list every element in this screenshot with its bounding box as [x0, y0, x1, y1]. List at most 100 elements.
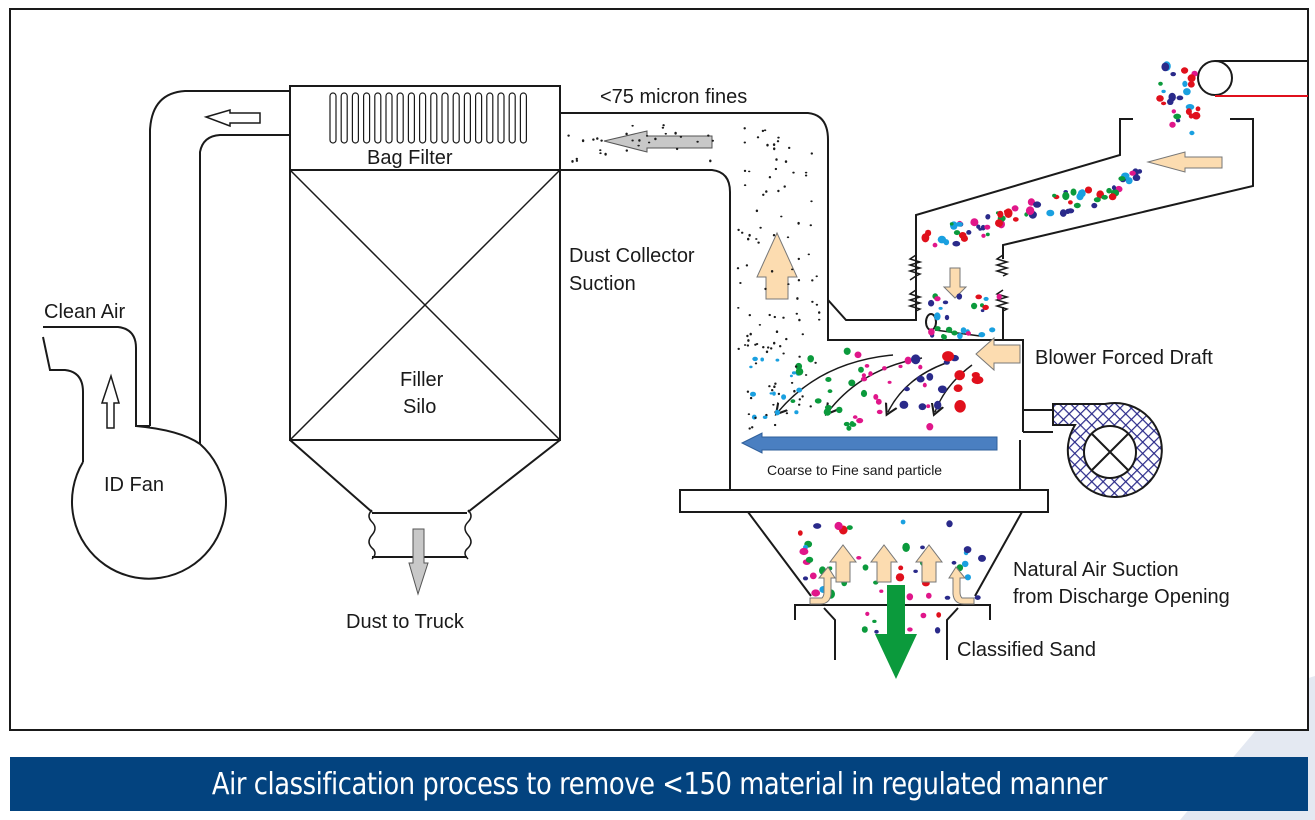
- sand-particle: [980, 309, 985, 313]
- filter-bag: [463, 92, 471, 144]
- filter-bag: [363, 92, 371, 144]
- sand-particle: [1161, 62, 1170, 72]
- dust-dot: [749, 396, 753, 400]
- sand-particle: [1012, 217, 1019, 222]
- sand-particle: [1156, 95, 1164, 102]
- sand-particle: [1070, 188, 1077, 196]
- sand-particle: [899, 400, 909, 409]
- filter-bag: [452, 92, 460, 144]
- sand-particle: [1003, 209, 1009, 214]
- sand-particle: [978, 554, 986, 562]
- filter-bag: [351, 92, 359, 144]
- dust-dot: [768, 176, 772, 179]
- sand-particle: [1161, 89, 1166, 94]
- sand-particle: [951, 330, 958, 336]
- dust-dot: [776, 140, 780, 143]
- dust-dot: [741, 231, 744, 234]
- caption-text: Air classification process to remove <15…: [211, 766, 1107, 802]
- sand-particle: [752, 356, 758, 362]
- sand-particle: [949, 222, 954, 226]
- sand-particle: [937, 385, 947, 394]
- sand-particle: [802, 576, 809, 581]
- sand-particle: [954, 370, 965, 381]
- dust-dot: [768, 385, 771, 388]
- sand-particle: [934, 627, 941, 634]
- dust-dot: [815, 275, 818, 278]
- sand-particle: [920, 545, 925, 550]
- label-dust-collector-1: Dust Collector: [569, 245, 695, 267]
- dust-dot: [747, 413, 751, 416]
- sand-particle: [1073, 202, 1081, 209]
- dust-dot: [792, 171, 795, 174]
- sand-particle: [1111, 185, 1117, 191]
- dust-dot: [745, 264, 749, 267]
- sand-particle: [1185, 108, 1192, 115]
- dust-dot: [797, 279, 801, 282]
- dust-dot: [662, 124, 665, 127]
- dust-dot: [775, 330, 779, 334]
- dust-dot: [818, 311, 821, 314]
- dust-dot: [791, 268, 794, 271]
- sand-particle: [762, 415, 768, 419]
- sand-particle: [978, 227, 983, 231]
- sand-particle: [873, 394, 879, 400]
- sand-particle: [1118, 176, 1126, 182]
- sand-particle: [887, 380, 892, 384]
- dust-dot: [743, 184, 747, 187]
- sand-particle: [769, 392, 773, 395]
- sand-particle: [953, 384, 963, 393]
- sand-particle: [749, 365, 753, 369]
- blower-draft-arrow-icon: [975, 336, 1021, 372]
- filter-bag: [340, 92, 348, 144]
- sand-particle: [1161, 101, 1167, 106]
- filter-bag: [385, 92, 393, 144]
- dust-dot: [798, 355, 801, 358]
- dust-dot: [736, 267, 740, 270]
- dust-dot: [810, 200, 813, 203]
- sand-particle: [879, 589, 884, 593]
- sand-particle: [946, 520, 953, 528]
- sand-particle: [960, 235, 969, 242]
- sand-particle: [875, 398, 882, 405]
- sand-particle: [944, 314, 950, 321]
- sand-particle: [928, 299, 935, 307]
- sand-particle: [856, 417, 864, 424]
- filter-bag: [486, 92, 494, 144]
- sand-particle: [1181, 67, 1189, 74]
- dust-dot: [774, 167, 778, 171]
- classifier-chamber: [679, 118, 1254, 660]
- sand-particle: [1182, 80, 1188, 87]
- dust-dot: [761, 129, 765, 133]
- label-bag-filter: Bag Filter: [367, 147, 453, 169]
- label-filler-silo-1: Filler: [400, 369, 444, 391]
- dust-dot: [581, 139, 585, 143]
- sand-particle: [926, 404, 931, 409]
- sand-particle: [862, 564, 869, 571]
- dust-dot: [755, 238, 758, 240]
- sand-particle: [928, 328, 935, 336]
- dust-dot: [772, 234, 776, 237]
- coarse-to-fine-arrow-icon: [740, 432, 998, 454]
- sand-particle: [1084, 186, 1093, 194]
- sand-particle: [945, 326, 953, 333]
- sand-particle: [942, 334, 947, 340]
- dust-dot: [785, 337, 788, 341]
- sand-particle: [860, 376, 868, 382]
- sand-particle: [1077, 189, 1084, 198]
- sand-particle: [971, 372, 980, 378]
- sand-particle: [789, 374, 793, 378]
- sand-particle: [936, 612, 942, 618]
- sand-particle: [913, 569, 918, 573]
- dust-dot: [757, 241, 760, 244]
- dust-dot: [748, 314, 751, 317]
- dust-dot: [774, 382, 777, 385]
- dust-dot: [772, 143, 776, 147]
- sand-particle: [960, 327, 967, 334]
- dust-dot: [782, 316, 785, 319]
- sand-particle: [1195, 106, 1201, 112]
- dust-dot: [818, 318, 821, 321]
- sand-particle: [902, 542, 910, 553]
- sand-particle: [797, 530, 803, 536]
- label-dust-to-truck: Dust to Truck: [346, 611, 465, 633]
- sand-particle: [846, 525, 853, 530]
